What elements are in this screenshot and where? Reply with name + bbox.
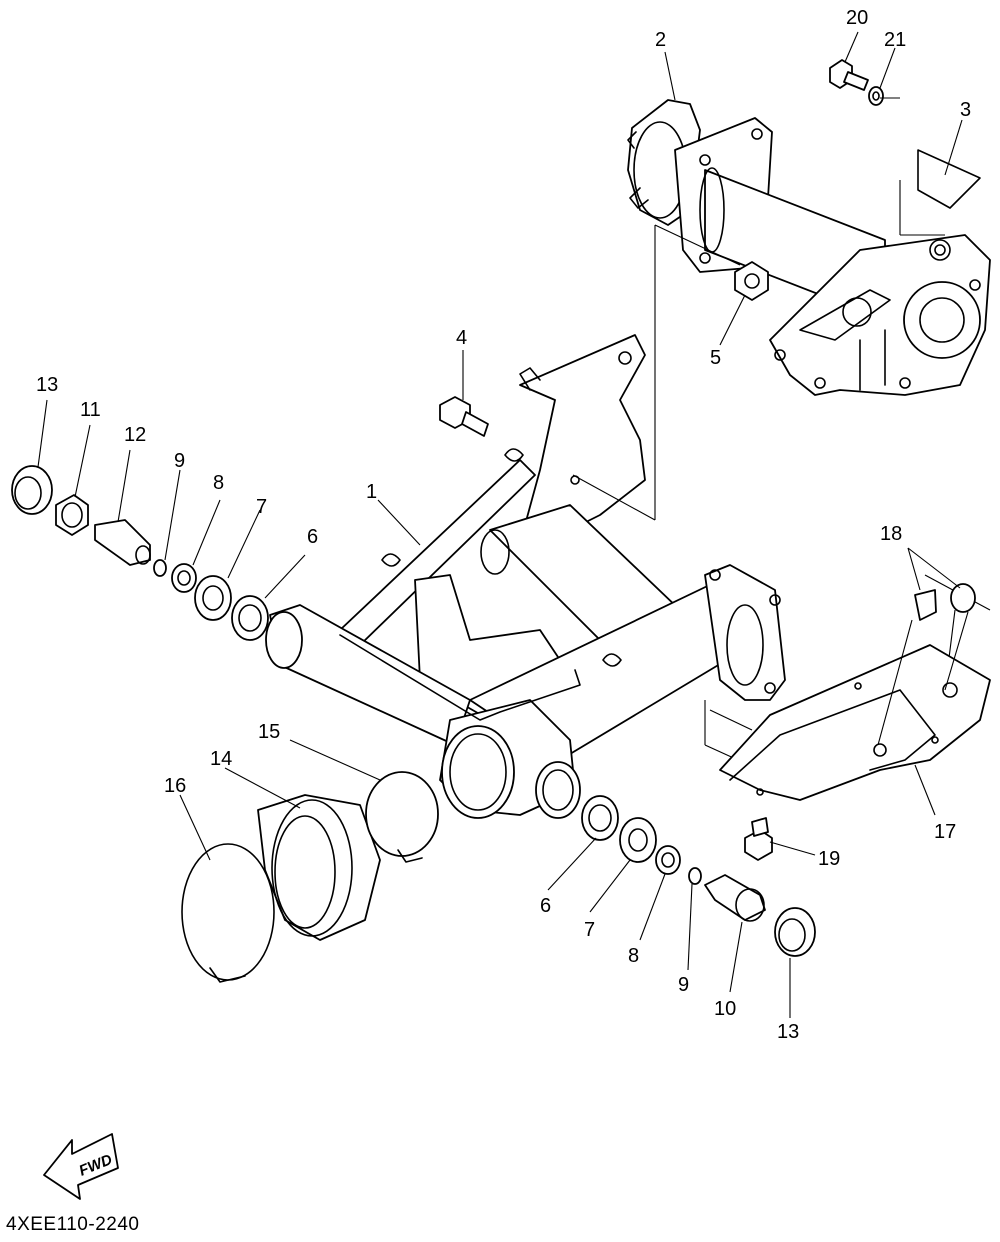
callout-7-right: 7 xyxy=(584,919,595,941)
callout-11: 11 xyxy=(80,399,101,421)
band-16 xyxy=(181,843,275,983)
callout-10: 10 xyxy=(714,998,736,1020)
callout-17: 17 xyxy=(934,821,956,843)
callout-labels: 1 2 3 4 5 6 6 7 7 8 8 9 9 10 11 12 13 13… xyxy=(36,7,971,1043)
callout-15: 15 xyxy=(258,721,280,743)
callout-3: 3 xyxy=(960,99,971,121)
left-pivot-stack xyxy=(11,465,269,641)
callout-16: 16 xyxy=(164,775,186,797)
callout-19: 19 xyxy=(818,848,840,870)
callout-7-left: 7 xyxy=(256,496,267,518)
bolt-4 xyxy=(439,396,489,437)
fwd-arrow-icon: FWD xyxy=(43,1133,119,1200)
band-15 xyxy=(365,771,439,863)
cap-18 xyxy=(914,583,976,621)
callout-12: 12 xyxy=(124,424,146,446)
bolt-19 xyxy=(744,817,773,861)
boot-14 xyxy=(257,794,381,941)
callout-8-right: 8 xyxy=(628,945,639,967)
callout-1: 1 xyxy=(366,481,377,503)
callout-18: 18 xyxy=(880,523,902,545)
callout-13-left: 13 xyxy=(36,374,58,396)
callout-5: 5 xyxy=(710,347,721,369)
callout-13-right: 13 xyxy=(777,1021,799,1043)
bolt-20 xyxy=(829,59,869,91)
callout-2: 2 xyxy=(655,29,666,51)
chain-guard xyxy=(719,644,991,801)
diagram-code: 4XEE110-2240 xyxy=(6,1214,139,1235)
callout-9-left: 9 xyxy=(174,450,185,472)
callout-6-left: 6 xyxy=(307,526,318,548)
callout-14: 14 xyxy=(210,748,232,770)
callout-21: 21 xyxy=(884,29,906,51)
axle-housing xyxy=(627,99,991,396)
callout-6-right: 6 xyxy=(540,895,551,917)
callout-9-right: 9 xyxy=(678,974,689,996)
washer-21 xyxy=(868,86,884,106)
swingarm xyxy=(265,334,786,819)
callout-leaders xyxy=(37,31,969,1018)
right-pivot-stack xyxy=(581,795,816,957)
callout-8-left: 8 xyxy=(213,472,224,494)
callout-20: 20 xyxy=(846,7,868,29)
callout-4: 4 xyxy=(456,327,467,349)
